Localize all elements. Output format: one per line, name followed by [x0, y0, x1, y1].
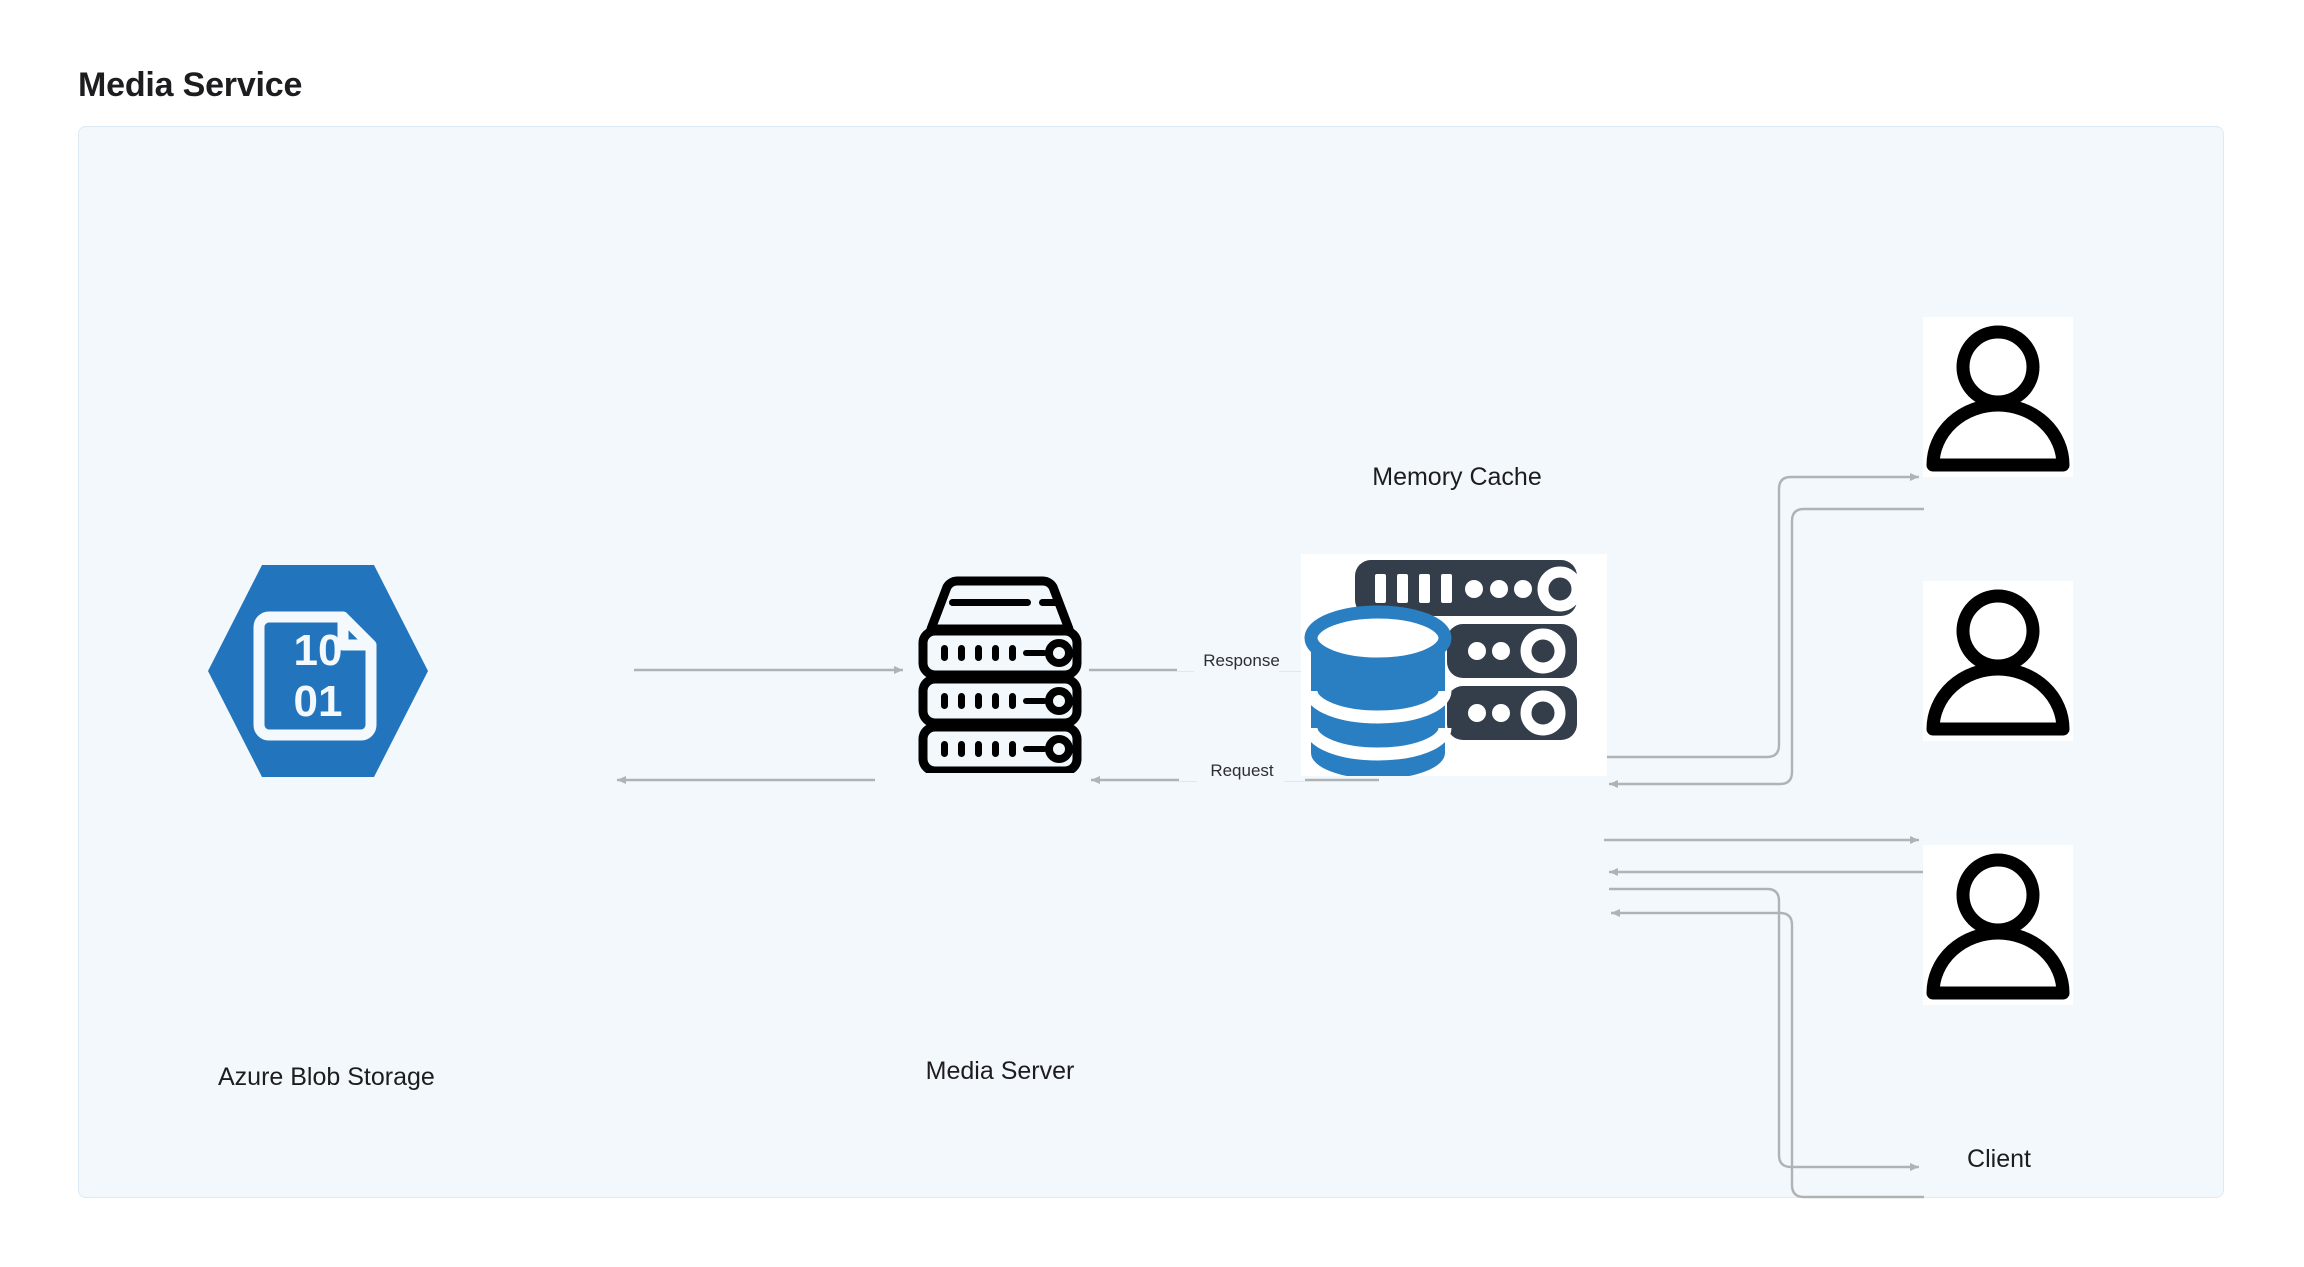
edge-client-3-to-cache: [1611, 909, 1924, 1199]
user-person-icon: [1926, 853, 2070, 1000]
node-media-server[interactable]: [909, 573, 1091, 776]
server-rack-icon: [918, 576, 1082, 776]
blob-digits-bottom: 01: [294, 677, 343, 726]
caption-client: Client: [1967, 1145, 2031, 1173]
edge-client-1-to-cache: [1609, 507, 1924, 788]
node-azure-blob-storage[interactable]: 10 01: [207, 561, 429, 781]
edge-label-response: Response: [1177, 651, 1306, 671]
azure-blob-storage-icon: 10 01: [208, 565, 428, 777]
edge-cache-to-client-1: [1604, 473, 1919, 759]
page-title: Media Service: [78, 66, 303, 104]
user-person-icon: [1926, 325, 2070, 472]
node-client-3[interactable]: [1923, 845, 2073, 1005]
caption-memory-cache: Memory Cache: [1372, 463, 1542, 491]
edge-label-request: Request: [1179, 761, 1305, 781]
caption-azure-blob-storage: Azure Blob Storage: [218, 1063, 435, 1091]
user-person-icon: [1926, 589, 2070, 736]
node-client-2[interactable]: [1923, 581, 2073, 741]
node-memory-cache[interactable]: [1301, 554, 1607, 779]
node-client-1[interactable]: [1923, 317, 2073, 477]
blob-digits-top: 10: [294, 626, 343, 675]
caption-media-server: Media Server: [925, 1057, 1075, 1085]
diagram-panel: Response Request 10 01 Azure Blob Storag…: [78, 126, 2224, 1199]
edge-cache-to-client-3: [1609, 887, 1919, 1171]
database-cache-icon: [1304, 560, 1583, 779]
